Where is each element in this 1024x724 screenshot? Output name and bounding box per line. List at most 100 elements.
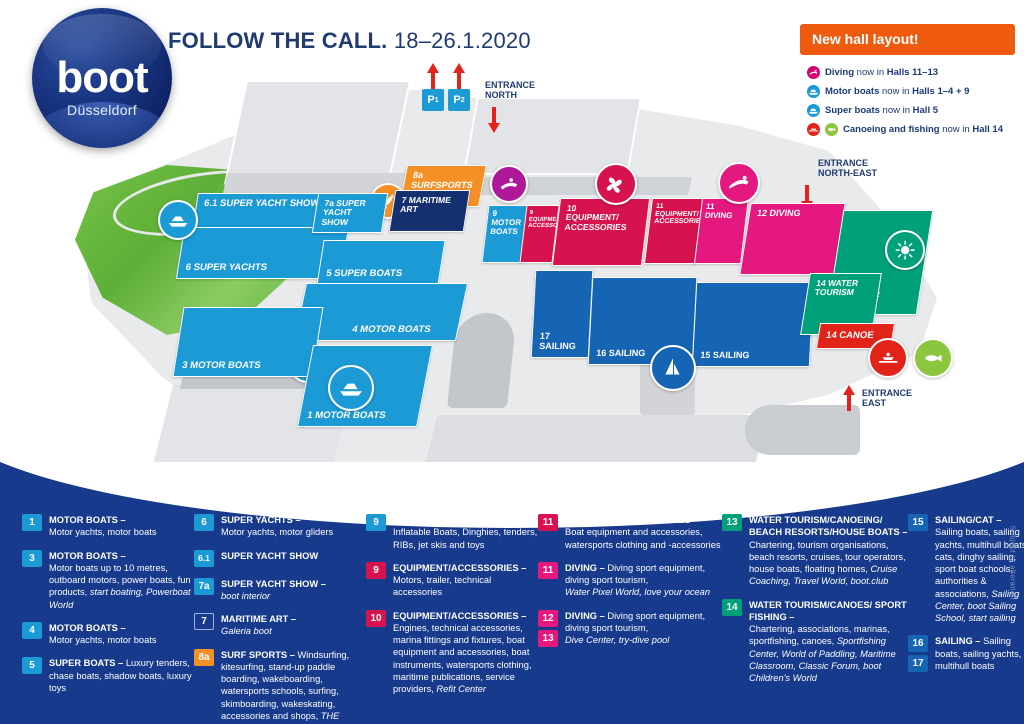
legend-item[interactable]: 14 WATER TOURISM/CANOES/ SPORT FISHING –… [722,598,908,685]
superboat-icon [807,104,820,117]
hall-label: 16 SAILING [596,348,646,359]
hall-badge: 9 [366,561,386,579]
hall-7a-super-yacht-show[interactable]: 7a SUPER YACHT SHOW [311,193,389,233]
legend-item[interactable]: 7 MARITIME ART – Galeria boot [194,613,366,638]
fishing-icon [825,123,838,136]
hall-11-diving[interactable]: 11 DIVING [693,198,750,264]
legend-text: EQUIPMENT/ACCESSORIES – Engines, technic… [393,610,532,695]
legend-text: MARITIME ART – Galeria boot [221,614,297,637]
legend-item[interactable]: 12 13 DIVING – Diving sport equipment, d… [538,609,722,647]
hall-badge: 11 [538,514,558,531]
entrance-north-label: ENTRANCE NORTH [485,80,536,101]
legend-title: MOTOR BOATS [49,515,118,525]
legend-desc: Sailing boats, sailing yachts, multihull… [935,527,1024,599]
diving-icon [807,66,820,79]
merkur-spiel-arena-building [223,80,412,185]
legend-badges: 8a [194,648,214,724]
hall-badge: 3 [22,549,42,567]
legend-italic: boot interior [221,590,271,601]
legend-item[interactable]: 11 DIVING – Diving sport equipment, divi… [538,561,722,599]
entrance-north-east-label: ENTRANCE NORTH-EAST [818,158,877,179]
hall-badge: 5 [22,657,42,675]
propeller-icon [595,163,637,205]
legend-item[interactable]: 7a SUPER YACHT SHOW – boot interior [194,577,366,603]
legend-column-4: 11 EQUIPMENT/ACCESSORIES – Boat equipmen… [538,514,722,724]
legend-desc: Boat equipment and accessories, waterspo… [565,527,721,550]
hall-label: 5 SUPER BOATS [325,267,404,279]
legend-title: DIVING [565,562,598,573]
legend-title: SUPER YACHT SHOW [221,550,319,561]
legend-item[interactable]: 13 WATER TOURISM/CANOEING/ BEACH RESORTS… [722,514,908,588]
legend-item[interactable]: 9 EQUIPMENT/ACCESSORIES – Motors, traile… [366,561,538,599]
hall-5-super-boats[interactable]: 5 SUPER BOATS [316,240,446,285]
canoe-icon [807,123,820,136]
logo-city: Düsseldorf [67,102,137,118]
hall-3-motor-boats[interactable]: 3 MOTOR BOATS [172,307,324,377]
legend-italic: Sailing Center, boot Sailing School, sta… [935,588,1020,624]
legend-item[interactable]: 6.1 SUPER YACHT SHOW [194,549,366,567]
legend-desc: Motor yachts, motor boats [49,635,157,646]
legend-item[interactable]: 6 SUPER YACHTS – Motor yachts, motor gli… [194,514,366,539]
canoe-map-icon [868,338,908,378]
legend-column-2: 6 SUPER YACHTS – Motor yachts, motor gli… [194,514,366,724]
legend-item[interactable]: 4 MOTOR BOATS – Motor yachts, motor boat… [22,621,194,647]
legend-item[interactable]: 10 EQUIPMENT/ACCESSORIES – Engines, tech… [366,609,538,696]
legend-item[interactable]: 1 MOTOR BOATS – Motor yachts, motor boat… [22,514,194,539]
hall-badge: 9 [366,514,386,531]
legend-italic: Galeria boot [221,626,272,637]
legend-columns: 1 MOTOR BOATS – Motor yachts, motor boat… [22,514,1024,724]
hall-7-maritime-art[interactable]: 7 MARITIME ART [388,190,471,232]
legend-badges: 7a [194,577,214,603]
legend-title: MOTOR BOATS [393,515,462,525]
hall-label: 4 MOTOR BOATS [351,323,432,335]
legend-italic: Dive Center, try-dive pool [565,635,670,646]
super-yacht-icon [158,200,198,240]
page-title: FOLLOW THE CALL. 18–26.1.2020 [168,28,531,54]
legend-title: SAILING [935,636,973,647]
legend-title: MARITIME ART [221,614,289,625]
hall-badge: 17 [908,655,928,673]
hall-10-equipment-accessories[interactable]: 10 EQUIPMENT/ ACCESSORIES [551,198,651,266]
legend-item[interactable]: 16 17 SAILING – Sailing boats, sailing y… [908,635,1024,673]
legend-text: SUPER YACHT SHOW – boot interior [221,578,326,601]
legend-item[interactable]: 3 MOTOR BOATS – Motor boats up to 10 met… [22,549,194,611]
legend-title: DIVING [565,610,598,621]
legend-italic: Sportfishing Center, World of Paddling, … [749,636,896,684]
hall-badge: 8a [194,648,214,666]
hall-badge: 10 [366,609,386,627]
sun-icon [885,230,925,270]
legend-title: MOTOR BOATS [49,622,118,633]
hall-badge: 6.1 [194,549,214,567]
legend-badges: 10 [366,609,386,696]
legend-text: EQUIPMENT/ACCESSORIES – Boat equipment a… [565,515,721,550]
hall-badge: 11 [538,561,558,579]
legend-title: EQUIPMENT/ACCESSORIES [393,562,519,573]
legend-item[interactable]: 9 MOTOR BOATS – Inflatable Boats, Dinghi… [366,514,538,551]
legend-text: DIVING – Diving sport equipment, diving … [565,610,706,646]
legend-desc: Motor yachts, motor boats [49,527,157,538]
legend-item[interactable]: 11 EQUIPMENT/ACCESSORIES – Boat equipmen… [538,514,722,551]
hall-17-sailing[interactable]: 17 SAILING [530,270,594,358]
hall-15-sailing[interactable]: 15 SAILING [691,282,815,367]
hall-badge: 4 [22,621,42,639]
list-item-label: Super boats now in Hall 5 [825,105,939,116]
hall-label: 9 MOTOR BOATS [489,209,522,236]
fish-map-icon [913,338,953,378]
legend-badges: 15 [908,514,928,624]
hall-12-diving[interactable]: 12 DIVING [739,203,846,275]
list-item: Motor boats now in Halls 1–4 + 9 [807,85,1015,98]
logo-gloss [43,13,161,78]
legend-text: SUPER BOATS – Luxury tenders, chase boat… [49,658,192,693]
hall-badge: 13 [722,514,742,531]
legend-desc: Windsurfing, kitesurfing, stand-up paddl… [221,649,350,721]
hall-badge: 13 [538,629,558,647]
new-hall-layout-title: New hall layout! [800,24,1015,55]
legend-item[interactable]: 15 SAILING/CAT – Sailing boats, sailing … [908,514,1024,624]
parking-p2-index: 2 [460,96,465,104]
headline-date: 18–26.1.2020 [393,28,531,53]
legend-item[interactable]: 5 SUPER BOATS – Luxury tenders, chase bo… [22,657,194,694]
legend-item[interactable]: 8a SURF SPORTS – Windsurfing, kitesurfin… [194,648,366,724]
sailing-icon [650,345,696,391]
